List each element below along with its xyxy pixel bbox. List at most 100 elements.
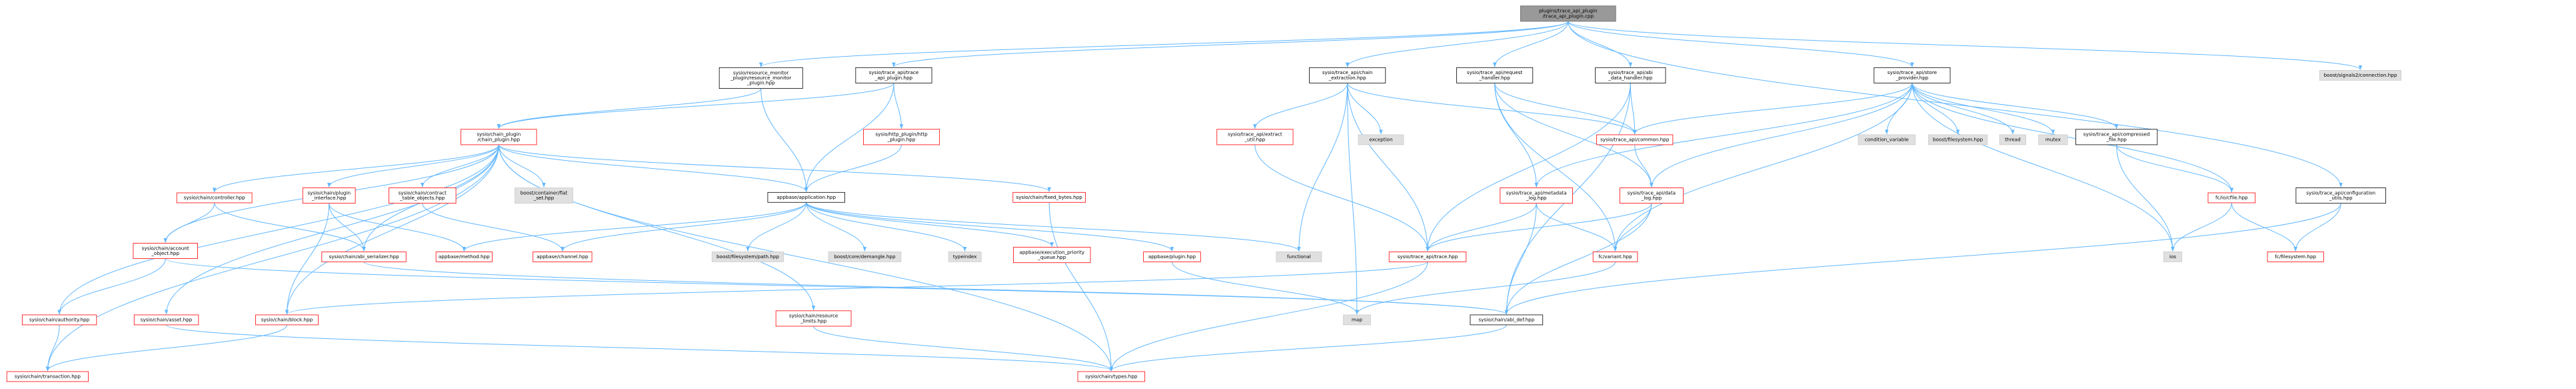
node-reslim[interactable]: sysio/chain/resource_limits.hpp xyxy=(775,310,852,327)
node-appapp[interactable]: appbase/application.hpp xyxy=(767,191,845,203)
edge-cplug-to-fixedb xyxy=(498,144,1051,192)
node-box xyxy=(718,67,803,89)
edge-root-to-chext xyxy=(1345,21,1569,67)
edge-root-to-config xyxy=(1568,21,2343,187)
edge-acct-to-abidef xyxy=(165,258,1508,315)
edge-cplug-to-asset xyxy=(164,144,499,315)
node-demangle[interactable]: boost/core/demangle.hpp xyxy=(828,251,902,262)
node-bpath[interactable]: boost/filesystem/path.hpp xyxy=(711,251,784,262)
node-flatset[interactable]: boost/container/flat_set.hpp xyxy=(515,187,573,204)
node-transaction[interactable]: sysio/chain/transaction.hpp xyxy=(6,371,89,382)
node-exception[interactable]: exception xyxy=(1358,134,1404,145)
node-pluginhpp[interactable]: appbase/plugin.hpp xyxy=(1143,251,1201,262)
node-rmp[interactable]: sysio/resource_monitor_plugin/resource_m… xyxy=(718,67,803,89)
node-fcfs[interactable]: fc/filesystem.hpp xyxy=(2267,251,2324,262)
edge-metalog-to-trace xyxy=(1426,203,1537,252)
node-box xyxy=(1470,314,1544,326)
node-label: _log.hpp xyxy=(1526,195,1547,201)
node-prio[interactable]: appbase/execution_priority_queue.hpp xyxy=(1013,247,1091,264)
node-cpi[interactable]: sysio/chain/plugin_interface.hpp xyxy=(302,187,356,204)
node-common[interactable]: sysio/trace_api/common.hpp xyxy=(1596,134,1674,145)
node-label: sysio/chain/authority.hpp xyxy=(29,317,90,323)
node-box xyxy=(461,129,537,145)
edge-config-to-abidef xyxy=(1504,203,2341,315)
node-tap[interactable]: sysio/trace_api/trace_api_plugin.hpp xyxy=(855,67,932,83)
node-abiser[interactable]: sysio/chain/abi_serializer.hpp xyxy=(321,251,407,262)
node-box xyxy=(948,251,982,262)
node-channel[interactable]: appbase/channel.hpp xyxy=(533,251,593,262)
node-map[interactable]: map xyxy=(1343,314,1371,326)
node-extract[interactable]: sysio/trace_api/extract_util.hpp xyxy=(1216,129,1294,145)
node-block[interactable]: sysio/chain/block.hpp xyxy=(255,314,319,326)
node-reqh[interactable]: sysio/trace_api/request_handler.hpp xyxy=(1456,67,1534,83)
node-ctrl[interactable]: sysio/chain/controller.hpp xyxy=(176,192,253,204)
edge-cplug-to-appapp xyxy=(498,144,808,192)
edge-chext-to-functional xyxy=(1297,83,1348,252)
node-ios[interactable]: ios xyxy=(2163,251,2182,262)
edge-datalog-to-variant xyxy=(1613,203,1652,252)
edge-contract-to-channel xyxy=(422,203,565,252)
node-asset[interactable]: sysio/chain/asset.hpp xyxy=(133,314,199,326)
node-condvar[interactable]: condition_variable xyxy=(1858,134,1916,145)
edge-trace-to-types xyxy=(1109,262,1428,372)
node-thread[interactable]: thread xyxy=(1999,134,2026,145)
edge-abiser-to-abidef xyxy=(363,261,1508,315)
node-boostsig[interactable]: boost/signals2/connection.hpp xyxy=(2319,70,2402,81)
edge-datalog-to-abidef xyxy=(1504,203,1652,315)
node-label: fc/filesystem.hpp xyxy=(2275,254,2316,260)
node-types[interactable]: sysio/chain/types.hpp xyxy=(1077,371,1146,382)
node-label: sysio/chain/fixed_bytes.hpp xyxy=(1016,194,1083,200)
node-label: mutex xyxy=(2045,137,2061,143)
node-store[interactable]: sysio/trace_api/store_provider.hpp xyxy=(1874,67,1951,83)
node-box xyxy=(176,192,253,204)
edge-root-to-tap xyxy=(892,21,1569,67)
node-box xyxy=(1500,187,1574,204)
edge-root-to-rmp xyxy=(759,21,1569,67)
node-config[interactable]: sysio/trace_api/configuration_utils.hpp xyxy=(2295,187,2386,204)
node-label: sysio/chain/resource xyxy=(789,313,838,319)
node-box xyxy=(21,314,97,326)
edge-store-to-datalog xyxy=(1650,83,1913,187)
node-box xyxy=(2038,134,2068,145)
node-trace[interactable]: sysio/trace_api/trace.hpp xyxy=(1388,251,1467,262)
edge-abih-to-trace xyxy=(1426,83,1631,252)
edge-cplug-to-transaction xyxy=(45,144,499,372)
node-metalog[interactable]: sysio/trace_api/metadata_log.hpp xyxy=(1500,187,1574,204)
node-cfile[interactable]: fc/io/cfile.hpp xyxy=(2207,192,2256,204)
node-box xyxy=(1077,371,1146,382)
node-label: map xyxy=(1352,317,1362,323)
node-mutex[interactable]: mutex xyxy=(2038,134,2068,145)
node-cplug[interactable]: sysio/chain_plugin/chain_plugin.hpp xyxy=(461,129,537,145)
node-label: _interface.hpp xyxy=(311,195,347,201)
node-fixedb[interactable]: sysio/chain/fixed_bytes.hpp xyxy=(1012,191,1086,203)
node-root[interactable]: plugins/trace_api_plugin/trace_api_plugi… xyxy=(1520,5,1616,22)
node-label: boost/signals2/connection.hpp xyxy=(2323,72,2397,78)
node-label: sysio/trace_api/store xyxy=(1888,69,1937,75)
node-label: sysio/trace_api/chain xyxy=(1322,69,1373,75)
node-abidef[interactable]: sysio/chain/abi_def.hpp xyxy=(1470,314,1544,326)
node-functional[interactable]: functional xyxy=(1276,251,1322,262)
node-authority[interactable]: sysio/chain/authority.hpp xyxy=(21,314,97,326)
node-label: sysio/trace_api/compressed xyxy=(2083,131,2150,137)
edge-authority-to-transaction xyxy=(45,324,60,372)
node-acct[interactable]: sysio/chain/account_object.hpp xyxy=(133,243,198,260)
node-abih[interactable]: sysio/trace_api/abi_data_handler.hpp xyxy=(1595,67,1666,83)
node-compfile[interactable]: sysio/trace_api/compressed_file.hpp xyxy=(2075,129,2158,145)
node-label: boost/container/flat xyxy=(521,189,568,196)
node-typeindex[interactable]: typeindex xyxy=(948,251,982,262)
node-method[interactable]: appbase/method.hpp xyxy=(435,251,493,262)
node-variant[interactable]: fc/variant.hpp xyxy=(1592,251,1638,262)
node-datalog[interactable]: sysio/trace_api/data_log.hpp xyxy=(1619,187,1684,204)
edge-appapp-to-pluginhpp xyxy=(806,202,1174,252)
node-chext[interactable]: sysio/trace_api/chain_extraction.hpp xyxy=(1309,67,1386,83)
node-contract[interactable]: sysio/chain/contract_table_objects.hpp xyxy=(389,187,457,204)
edge-http-to-appapp xyxy=(804,144,902,192)
node-bfs[interactable]: boost/filesystem.hpp xyxy=(1928,134,1988,145)
edge-rmp-to-cplug xyxy=(497,88,762,129)
node-label: _plugin/resource_monitor xyxy=(730,75,791,81)
edge-acct-to-authority xyxy=(57,258,166,315)
node-label: plugins/trace_api_plugin xyxy=(1539,8,1597,14)
node-box xyxy=(767,191,845,203)
edge-store-to-metalog xyxy=(1534,83,1913,187)
node-http[interactable]: sysio/http_plugin/http_plugin.hpp xyxy=(863,129,940,145)
